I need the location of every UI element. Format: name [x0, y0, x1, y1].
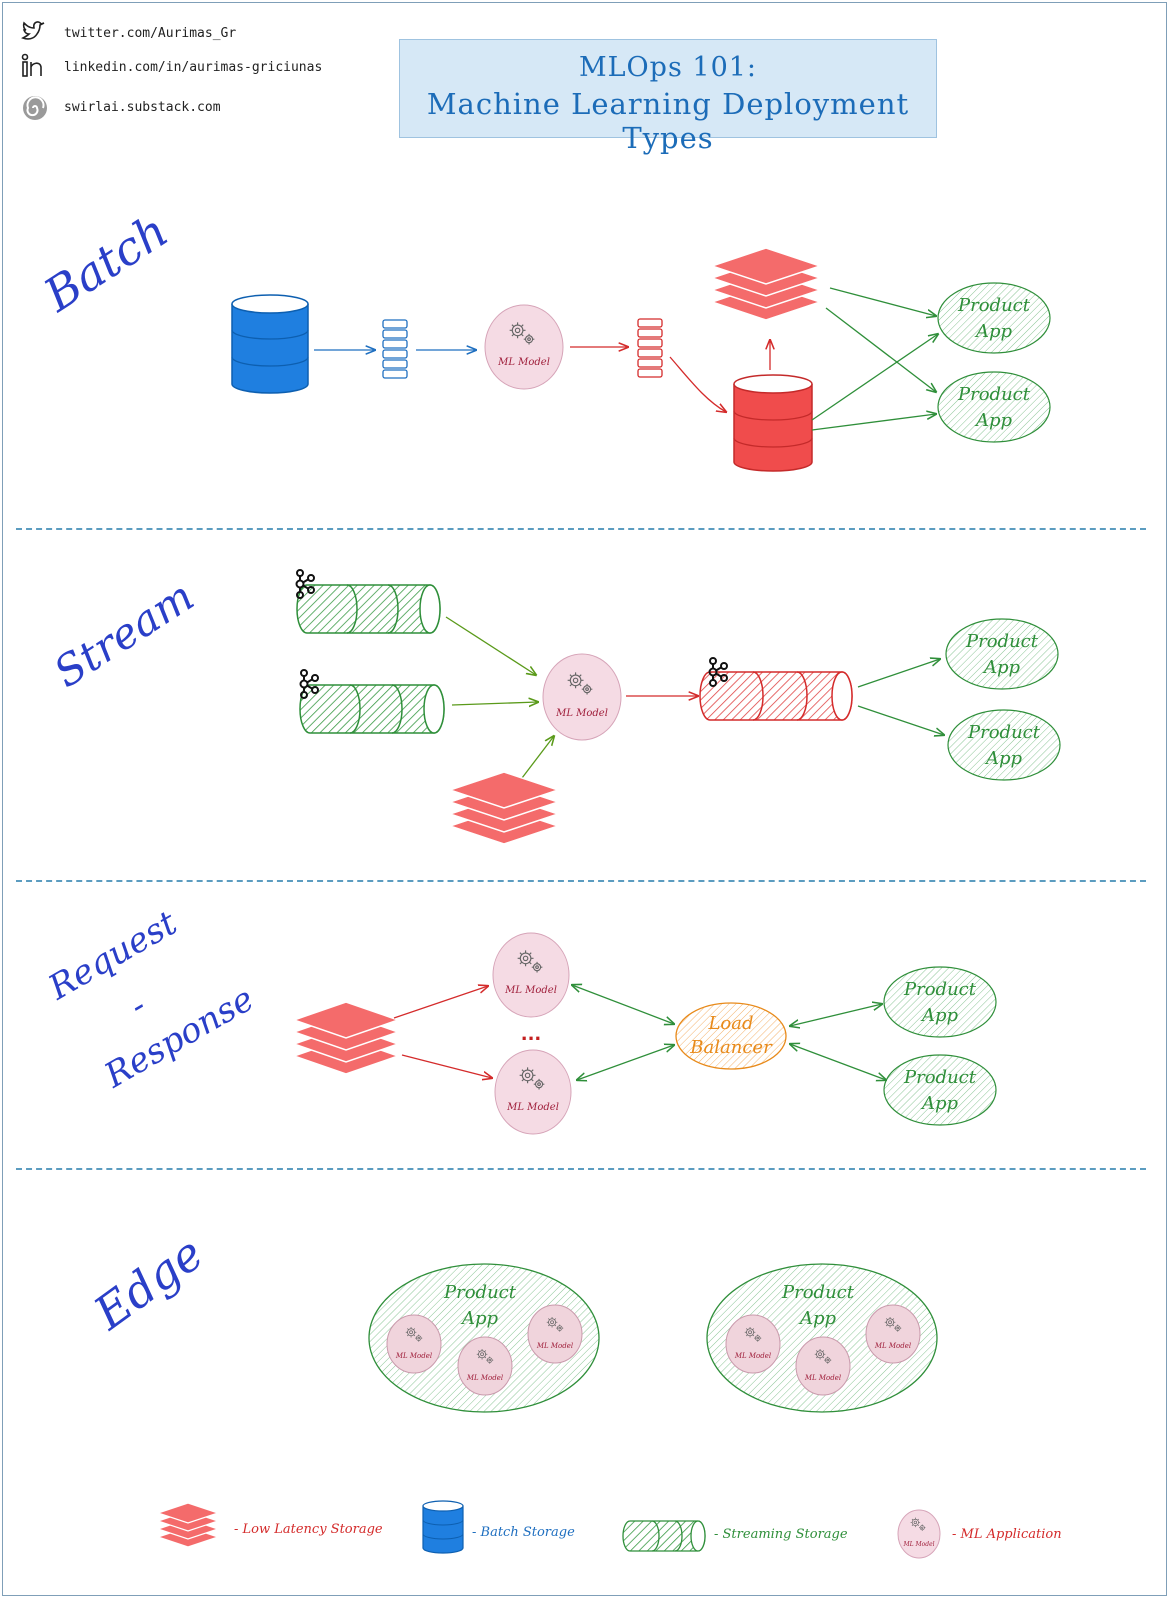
flow-arrow — [577, 1045, 674, 1080]
linkedin-icon — [21, 53, 42, 77]
title-box: MLOps 101: Machine Learning Deployment T… — [399, 39, 937, 155]
flow-arrow — [790, 1044, 886, 1080]
product-app-label: Product — [965, 631, 1039, 652]
ml-model-label: ML Model — [902, 1541, 934, 1548]
linkedin-link[interactable]: linkedin.com/in/aurimas-griciunas — [20, 52, 322, 82]
ml-model-node — [494, 1049, 572, 1135]
legend-ml-app-icon — [897, 1509, 941, 1559]
twitter-icon — [21, 21, 45, 40]
ml-model-label: ML Model — [504, 985, 557, 996]
low-latency-storage-icon — [291, 1001, 401, 1075]
product-app-label: App — [982, 657, 1021, 678]
ml-model-node — [542, 653, 622, 741]
legend-low-latency-icon — [156, 1502, 220, 1548]
product-app-label: App — [974, 410, 1013, 431]
streaming-storage-icon — [296, 584, 441, 634]
product-app-label: Product — [957, 384, 1031, 405]
ml-model-node — [492, 932, 570, 1018]
product-app-node — [937, 282, 1051, 443]
ml-model-label: ML Model — [734, 1352, 771, 1360]
product-app-label: Product — [903, 1067, 977, 1088]
title-line-1: MLOps 101: — [578, 52, 758, 83]
batch-output-storage-icon — [733, 374, 813, 472]
ellipsis-label: ... — [521, 1024, 542, 1045]
product-app-label: Product — [443, 1282, 517, 1303]
flow-arrow — [451, 702, 538, 705]
product-app-label: Product — [957, 295, 1031, 316]
flow-arrow — [811, 334, 938, 421]
flow-arrow — [445, 616, 536, 675]
linkedin-handle: linkedin.com/in/aurimas-griciunas — [64, 59, 323, 75]
flow-arrow — [401, 1054, 492, 1078]
load-balancer-label: Load — [707, 1013, 753, 1034]
product-app-node — [883, 966, 997, 1126]
output-queue-icon — [637, 318, 663, 378]
product-app-label: App — [460, 1308, 499, 1329]
flow-arrow — [829, 287, 936, 316]
ml-model-label: ML Model — [536, 1342, 573, 1350]
load-balancer-node — [675, 1002, 787, 1070]
streaming-storage-icon — [299, 684, 445, 734]
legend-streaming-icon — [622, 1520, 706, 1552]
flow-arrow — [393, 986, 488, 1019]
flow-arrow — [521, 736, 554, 779]
section-divider — [16, 528, 1146, 530]
legend-streaming-label: - Streaming Storage — [714, 1527, 848, 1542]
swirl-icon — [23, 96, 47, 120]
flow-arrow — [857, 705, 944, 735]
ml-model-node — [484, 304, 564, 390]
legend-batch-icon — [422, 1500, 464, 1554]
flow-arrow — [572, 985, 674, 1024]
ml-model-label: ML Model — [506, 1102, 559, 1113]
ml-model-label: ML Model — [804, 1374, 841, 1382]
flow-arrow — [857, 659, 940, 688]
product-app-label: Product — [781, 1282, 855, 1303]
twitter-handle: twitter.com/Aurimas_Gr — [64, 25, 237, 41]
low-latency-storage-icon — [709, 247, 823, 321]
product-app-label: Product — [967, 722, 1041, 743]
product-app-label: App — [798, 1308, 837, 1329]
legend-low-latency-label: - Low Latency Storage — [234, 1522, 383, 1537]
flow-arrow — [790, 1004, 882, 1026]
output-streaming-storage-icon — [699, 671, 853, 721]
edge-product-app-container — [706, 1263, 938, 1413]
batch-storage-icon — [231, 294, 309, 394]
ml-model-label: ML Model — [395, 1352, 432, 1360]
product-app-label: App — [920, 1093, 959, 1114]
legend-ml-app-label: - ML Application — [952, 1527, 1062, 1542]
low-latency-storage-icon — [447, 771, 561, 845]
ml-model-label: ML Model — [497, 357, 550, 368]
flow-arrow — [825, 307, 936, 392]
substack-link[interactable]: swirlai.substack.com — [20, 92, 221, 122]
flow-arrow — [669, 356, 726, 412]
twitter-link[interactable]: twitter.com/Aurimas_Gr — [20, 18, 236, 48]
product-app-label: App — [920, 1005, 959, 1026]
substack-handle: swirlai.substack.com — [64, 99, 221, 115]
ml-model-label: ML Model — [555, 708, 608, 719]
load-balancer-label: Balancer — [689, 1037, 773, 1058]
section-divider — [16, 880, 1146, 882]
legend-batch-label: - Batch Storage — [472, 1525, 575, 1540]
product-app-label: App — [984, 748, 1023, 769]
edge-product-app-container — [368, 1263, 600, 1413]
product-app-label: App — [974, 321, 1013, 342]
batch-queue-icon — [382, 319, 408, 379]
ml-model-label: ML Model — [466, 1374, 503, 1382]
flow-arrow — [811, 414, 936, 431]
product-app-label: Product — [903, 979, 977, 1000]
section-divider — [16, 1168, 1146, 1170]
product-app-node — [945, 618, 1061, 781]
title-line-2: Machine Learning Deployment Types — [426, 87, 910, 155]
ml-model-label: ML Model — [874, 1342, 911, 1350]
